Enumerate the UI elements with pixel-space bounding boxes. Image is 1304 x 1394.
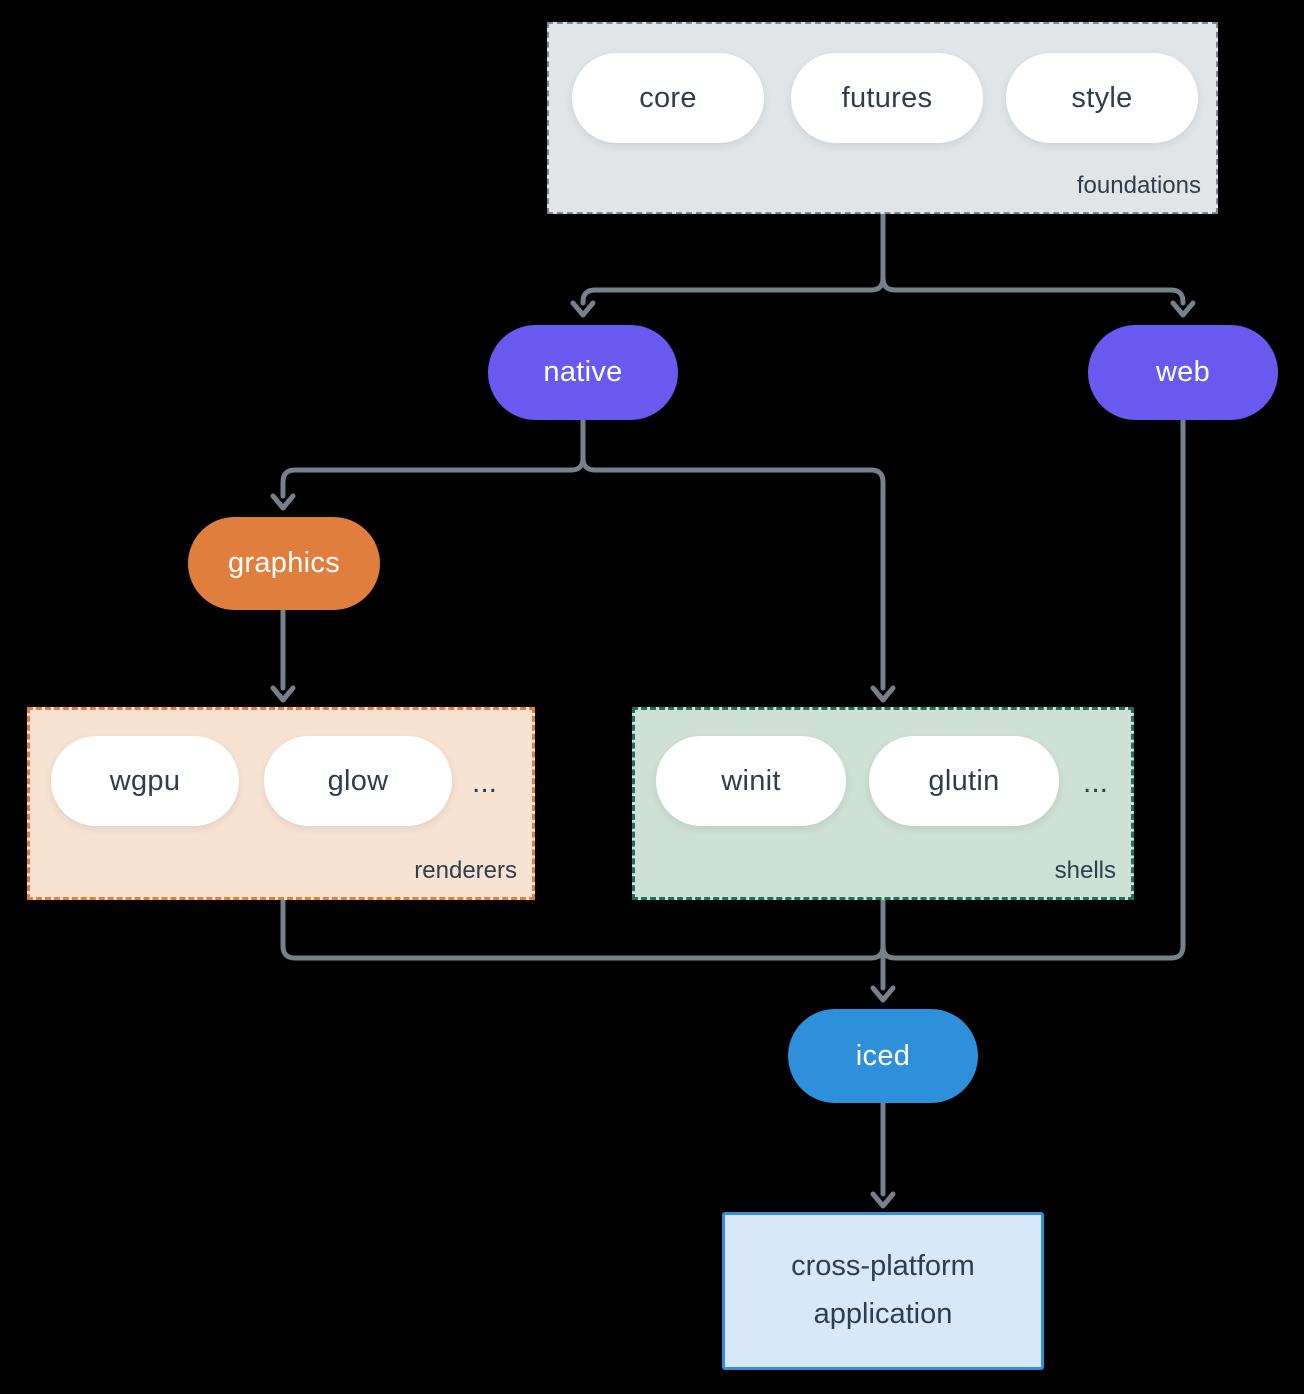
group-foundations: core futures style foundations xyxy=(547,22,1218,214)
node-web: web xyxy=(1088,325,1278,420)
arrowhead-web xyxy=(1170,300,1196,318)
edge-foundations-native xyxy=(580,211,886,306)
renderers-ellipsis: ... xyxy=(472,766,498,799)
arrowhead-native xyxy=(570,300,596,318)
node-futures: futures xyxy=(791,53,983,143)
arrowhead-renderers xyxy=(270,685,296,703)
arrowhead-graphics xyxy=(270,493,296,511)
node-iced: iced xyxy=(788,1009,978,1103)
edge-native-graphics xyxy=(280,417,586,499)
arrowhead-application xyxy=(870,1191,896,1209)
node-native: native xyxy=(488,325,678,420)
group-renderers: wgpu glow ... renderers xyxy=(27,707,535,900)
node-glutin: glutin xyxy=(869,736,1059,826)
shells-ellipsis: ... xyxy=(1083,766,1109,799)
group-shells: winit glutin ... shells xyxy=(632,707,1134,900)
node-winit: winit xyxy=(656,736,846,826)
edge-renderers-iced xyxy=(280,897,886,961)
node-graphics: graphics xyxy=(188,517,380,610)
node-wgpu: wgpu xyxy=(51,736,239,826)
node-core: core xyxy=(572,53,764,143)
arrowhead-shells xyxy=(870,685,896,703)
edge-foundations-web xyxy=(880,211,1186,306)
arrowhead-iced xyxy=(870,985,896,1003)
group-label-renderers: renderers xyxy=(414,857,517,884)
node-glow: glow xyxy=(264,736,452,826)
group-label-foundations: foundations xyxy=(1076,172,1201,199)
edge-native-shells xyxy=(580,417,886,691)
node-style: style xyxy=(1006,53,1198,143)
group-label-shells: shells xyxy=(1054,857,1116,884)
node-cross-platform-application: cross-platform application xyxy=(722,1212,1044,1370)
